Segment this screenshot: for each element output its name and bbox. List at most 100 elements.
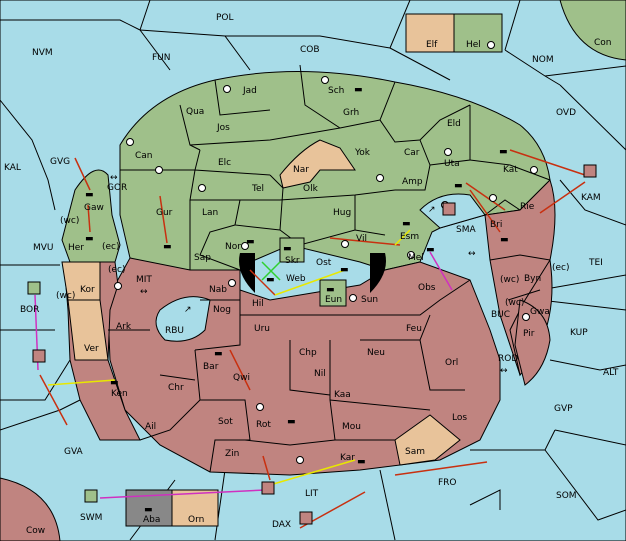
unit-fleet: ▬ <box>85 190 94 200</box>
order-arrow <box>274 269 346 296</box>
label-her: Her <box>68 243 84 253</box>
label-sot: Sot <box>218 417 233 427</box>
label-pir: Pir <box>523 329 535 339</box>
label-ovd: OVD <box>556 108 576 118</box>
label-gur: Gur <box>156 208 173 218</box>
main-landmass <box>61 71 556 476</box>
label-bri: Bri <box>490 220 502 230</box>
sea-labels: POL NVM FUN COB NOM Con OVD KAL GVG GOR … <box>4 13 619 536</box>
label-chr: Chr <box>168 383 184 393</box>
unit-army: ▬ <box>85 234 94 244</box>
label-alt: ALT <box>603 368 619 378</box>
province-borders <box>108 64 551 473</box>
depot-markers <box>27 164 597 525</box>
depot-marker <box>583 164 597 178</box>
arrow-rbu: ↗ <box>184 305 192 315</box>
units: ▬ ▬ ▬ ▬ ▬ ▬ ▬ ▬ ▬ ▬ ▬ ▬ ▬ ▬ ▬ ▬ ▬ ▬ ▬ <box>85 85 509 515</box>
legend-box-elf <box>405 13 455 53</box>
label-yok: Yok <box>354 148 371 158</box>
label-gwa: Gwa <box>530 307 550 317</box>
label-pol: POL <box>216 13 234 23</box>
label-zin: Zin <box>225 449 239 459</box>
label-sch: Sch <box>328 86 344 96</box>
label-vil: Vil <box>356 234 367 244</box>
label-hug: Hug <box>333 208 351 218</box>
label-ken: Ken <box>111 389 128 399</box>
order-arrow <box>99 489 266 499</box>
label-gvp: GVP <box>554 404 573 414</box>
order-arrow <box>429 251 453 291</box>
label-rbu: RBU <box>165 326 184 336</box>
unit-fleet: ▬ <box>354 85 363 95</box>
label-swm: SWM <box>80 513 102 523</box>
label-kar: Kar <box>340 453 355 463</box>
label-nor: Nor <box>225 242 241 252</box>
label-kam: KAM <box>581 193 601 203</box>
label-gaw: Gaw <box>84 203 104 213</box>
depot-marker <box>27 281 41 295</box>
label-qwi: Qwi <box>233 373 250 383</box>
label-kal: KAL <box>4 163 21 173</box>
order-arrow <box>469 189 501 233</box>
label-elc: Elc <box>218 158 231 168</box>
label-eun: Eun <box>325 295 342 305</box>
label-con: Con <box>594 38 612 48</box>
label-cow: Cow <box>26 526 45 536</box>
label-nil: Nil <box>314 369 326 379</box>
label-mit: MIT <box>136 275 152 285</box>
label-ark: Ark <box>116 322 132 332</box>
label-uta: Uta <box>444 159 460 169</box>
label-gor: GOR <box>107 183 127 193</box>
province-eun-box[interactable] <box>319 279 347 307</box>
label-grh: Grh <box>343 108 359 118</box>
label-hil: Hil <box>252 299 264 309</box>
arrow-gor: ↔ <box>110 173 118 183</box>
label-dax: DAX <box>272 520 291 530</box>
channel-end-east <box>370 253 386 293</box>
unit-army: ▬ <box>214 349 223 359</box>
label-neu: Neu <box>367 348 385 358</box>
label-can: Can <box>135 151 153 161</box>
label-uru: Uru <box>254 324 270 334</box>
label-nog: Nog <box>213 305 231 315</box>
order-arrow <box>262 455 271 481</box>
label-orn: Orn <box>188 515 204 525</box>
center-boxes <box>239 237 386 307</box>
label-los: Los <box>452 413 467 423</box>
depot-marker <box>32 349 46 363</box>
label-eld: Eld <box>447 119 461 129</box>
order-arrow <box>159 195 168 244</box>
label-kor: Kor <box>80 285 95 295</box>
label-orl: Orl <box>445 358 458 368</box>
order-arrow <box>539 181 586 214</box>
order-arrow <box>465 182 506 211</box>
connection-arrows: ↔ ↔ ↔ ↔ ↗ ↗ <box>110 173 508 376</box>
label-cob: COB <box>300 45 320 55</box>
label-jad: Jad <box>242 86 257 96</box>
label-som: SOM <box>556 491 577 501</box>
label-aba: Aba <box>143 515 160 525</box>
order-arrow <box>394 229 411 246</box>
order-arrow <box>509 149 586 176</box>
arrow-rod: ↔ <box>500 366 508 376</box>
unit-fleet: ▬ <box>144 505 153 515</box>
label-sam: Sam <box>405 447 425 457</box>
label-gva: GVA <box>64 447 84 457</box>
province-skr-box[interactable] <box>279 237 305 263</box>
unit-army: ▬ <box>287 417 296 427</box>
order-arrow <box>74 157 91 191</box>
coast-label: (ec) <box>552 263 570 273</box>
order-arrow <box>229 349 251 391</box>
arrow-mit: ↔ <box>140 287 148 297</box>
order-arrow <box>87 204 91 233</box>
land-labels: Jad Sch Qua Jos Grh Can Eld Elc Nar Yok … <box>68 86 550 463</box>
order-arrow <box>261 261 281 281</box>
label-lit: LIT <box>305 489 319 499</box>
coast-labels: (wc) (ec) (wc) (ec) (wc) (ec) (wc) <box>56 216 570 308</box>
province-orn[interactable] <box>171 489 219 527</box>
label-kat: Kat <box>503 165 518 175</box>
depot-marker <box>299 511 313 525</box>
coast-label: (ec) <box>102 242 120 252</box>
